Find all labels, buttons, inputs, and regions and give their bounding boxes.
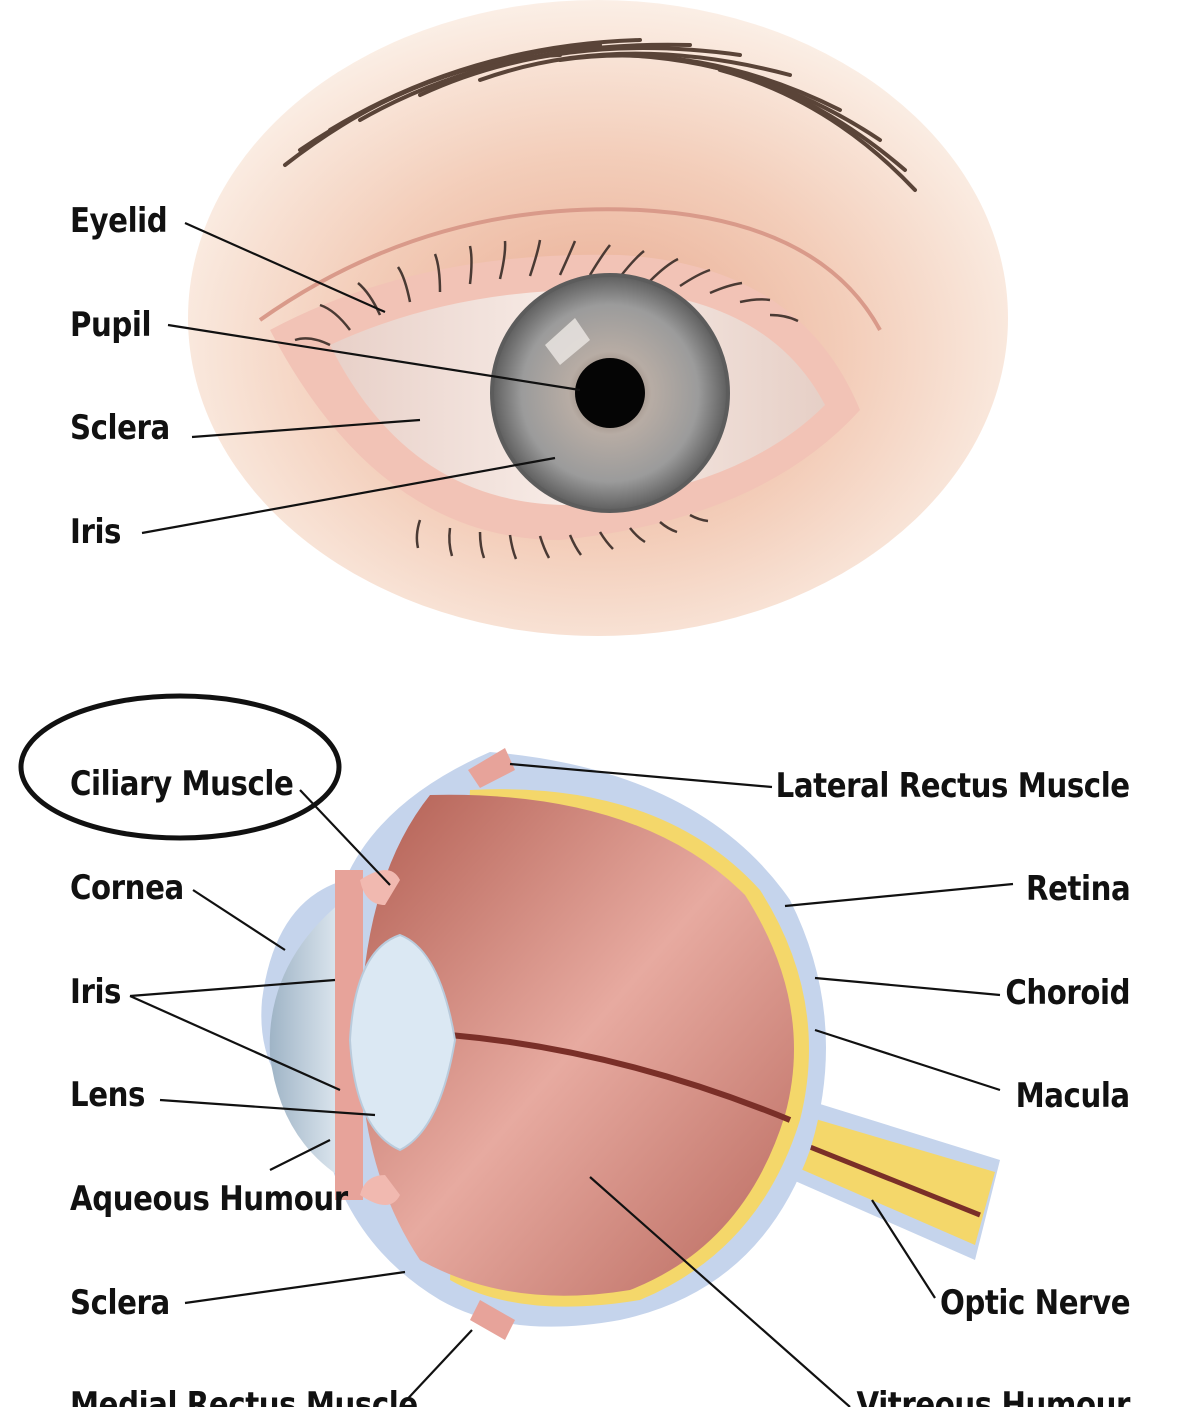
retinal-vessel bbox=[449, 1032, 792, 1123]
label-retina: Retina bbox=[1025, 869, 1131, 909]
label-cornea: Cornea bbox=[70, 868, 184, 908]
vitreous-body bbox=[360, 794, 794, 1296]
ciliary-body-bottom bbox=[360, 1175, 400, 1205]
eyebrow bbox=[283, 38, 917, 192]
cross-leader-lines bbox=[129, 762, 1014, 1407]
ciliary-body-top bbox=[360, 870, 400, 905]
label-lateral-rectus-muscle: Lateral Rectus Muscle bbox=[775, 766, 1130, 806]
lens-cross bbox=[348, 933, 457, 1152]
ciliary-muscle-highlight-ring bbox=[18, 693, 342, 841]
label-sclera-cross: Sclera bbox=[70, 1283, 170, 1323]
label-eyelid: Eyelid bbox=[70, 201, 168, 241]
label-pupil: Pupil bbox=[70, 305, 152, 345]
medial-rectus-muscle bbox=[470, 1300, 515, 1340]
lateral-rectus-muscle bbox=[468, 748, 515, 788]
label-iris-cross: Iris bbox=[70, 972, 122, 1012]
label-ciliary-muscle: Ciliary Muscle bbox=[70, 764, 294, 804]
label-sclera-front: Sclera bbox=[70, 408, 170, 448]
iris-highlight bbox=[545, 318, 590, 365]
front-leader-lines bbox=[141, 221, 581, 535]
eye-cross-section bbox=[261, 748, 1000, 1340]
pupil-front bbox=[575, 358, 645, 428]
label-macula: Macula bbox=[1015, 1076, 1131, 1116]
label-aqueous-humour: Aqueous Humour bbox=[70, 1179, 348, 1219]
label-vitreous-humour: Vitreous Humour bbox=[856, 1385, 1131, 1407]
label-lens: Lens bbox=[70, 1075, 145, 1115]
front-eye-illustration bbox=[188, 0, 1008, 636]
label-medial-rectus-muscle: Medial Rectus Muscle bbox=[70, 1385, 418, 1407]
label-choroid: Choroid bbox=[1005, 973, 1130, 1013]
label-iris-front: Iris bbox=[70, 512, 122, 552]
label-optic-nerve: Optic Nerve bbox=[939, 1283, 1131, 1323]
